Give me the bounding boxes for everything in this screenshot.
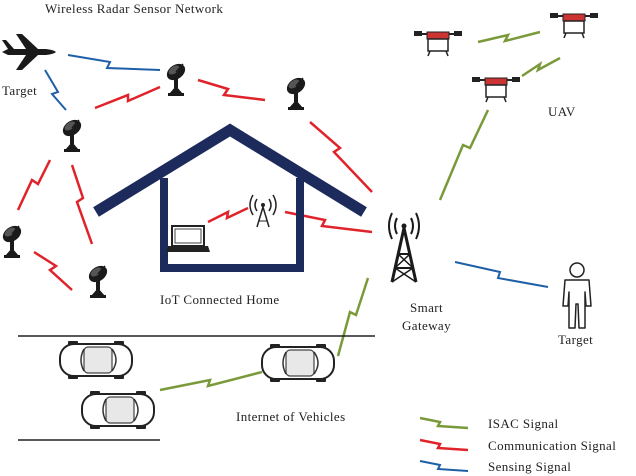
- isac-signal-drone-drone: [521, 56, 561, 78]
- target-top-label: Target: [2, 83, 37, 98]
- laptop-icon: [166, 225, 210, 252]
- comm-signal-r2-r4: [16, 159, 52, 211]
- legend-isac-label: ISAC Signal: [488, 416, 559, 431]
- radar-dish-icon: [0, 221, 25, 259]
- comm-signal-router-gateway: [284, 210, 373, 234]
- iot-house: [93, 123, 367, 272]
- car-icon: [81, 390, 155, 430]
- comm-signal-r2-r5: [70, 164, 94, 245]
- legend: ISAC Signal Communication Signal Sensing…: [419, 416, 616, 474]
- sensing-signal-plane-radar: [67, 54, 161, 71]
- legend-sensing-swatch: [419, 460, 469, 472]
- comm-signal-r2-r1: [94, 85, 161, 110]
- sensing-signal-plane-radar2: [44, 69, 67, 111]
- iot-home-label: IoT Connected Home: [160, 292, 280, 307]
- drone-icon: [471, 76, 521, 103]
- isac-signal-uav-gateway: [438, 109, 490, 201]
- target-right-label: Target: [558, 332, 593, 347]
- uav-label: UAV: [548, 104, 576, 119]
- gateway-label-line1: Smart: [410, 300, 443, 315]
- legend-comm-label: Communication Signal: [488, 438, 616, 453]
- isac-signal-drones: [477, 30, 541, 44]
- wrsn-title: Wireless Radar Sensor Network: [45, 1, 223, 16]
- router-icon: [249, 194, 277, 228]
- isac-signal-car-car: [159, 370, 263, 392]
- radar-dish-icon: [283, 73, 309, 111]
- comm-signal-r4-r5: [33, 250, 73, 291]
- cell-tower-icon: [388, 212, 420, 283]
- legend-isac-swatch: [419, 416, 469, 430]
- gateway-label-line2: Gateway: [402, 318, 451, 333]
- car-icon: [59, 340, 133, 380]
- comm-signal-r1-r3: [197, 78, 266, 102]
- radar-dish-icon: [85, 261, 111, 299]
- legend-comm-swatch: [419, 438, 469, 452]
- iov-label: Internet of Vehicles: [236, 409, 346, 424]
- person-icon: [562, 262, 592, 329]
- radar-dish-icon: [59, 115, 85, 153]
- drone-icon: [413, 30, 463, 57]
- legend-sensing-label: Sensing Signal: [488, 459, 571, 474]
- sensing-signal-gateway-person: [454, 261, 549, 288]
- isac-signal-gateway-car: [336, 277, 370, 357]
- comm-signal-laptop-router: [207, 206, 249, 224]
- airplane-icon: [2, 34, 56, 70]
- comm-signal-r3-gateway: [309, 121, 373, 193]
- car-icon: [261, 343, 335, 383]
- drone-icon: [549, 12, 599, 39]
- radar-dish-icon: [163, 59, 189, 97]
